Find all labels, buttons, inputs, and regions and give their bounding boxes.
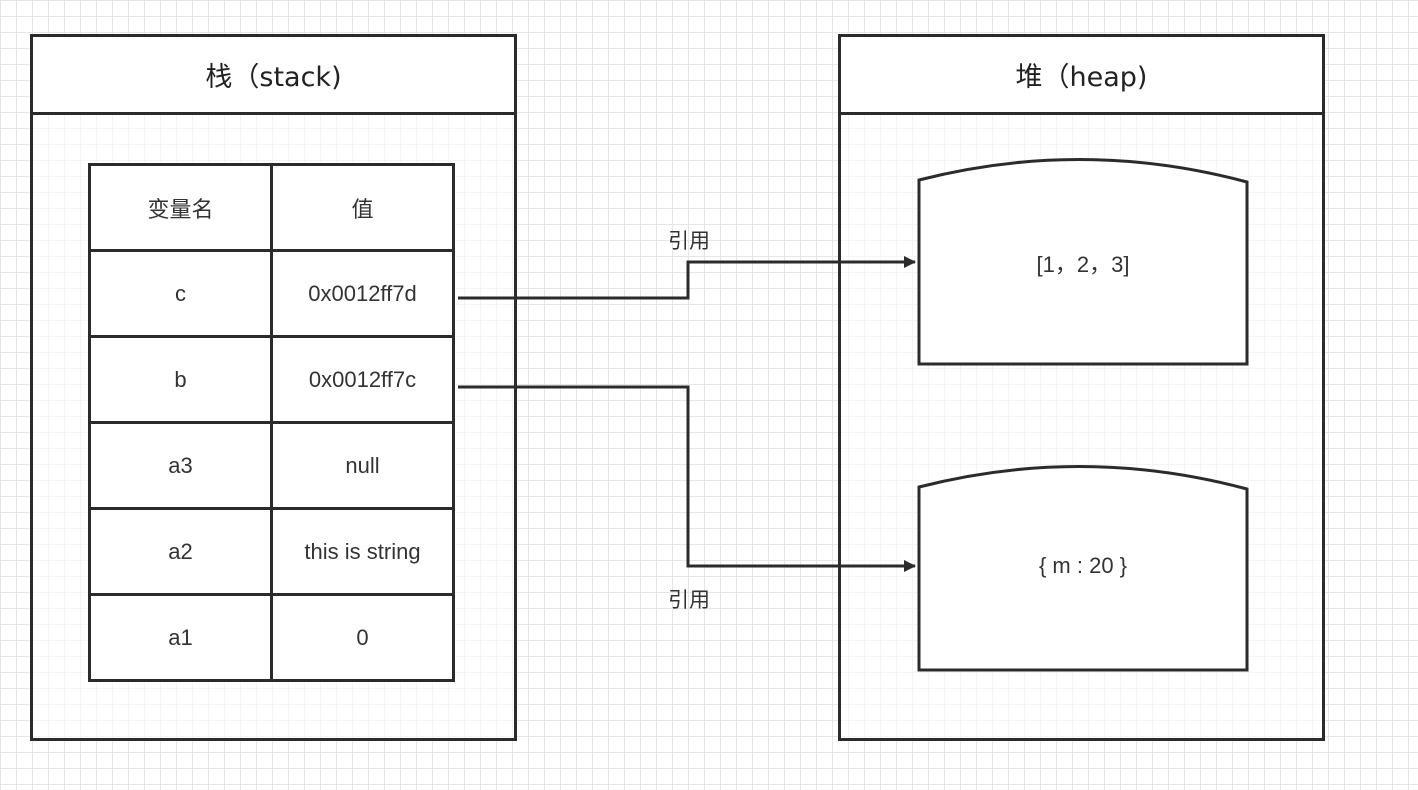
heap-object-object-content: { m : 20 } xyxy=(1038,553,1128,578)
variable-value-cell: null xyxy=(270,421,455,510)
variable-value-cell: this is string xyxy=(270,507,455,596)
stack-variable-table: 变量名 值 c 0x0012ff7d b 0x0012ff7c a3 null … xyxy=(88,163,455,682)
variable-name-cell: c xyxy=(88,249,273,338)
heap-object-array-content: [1，2，3] xyxy=(1036,252,1130,277)
variable-name-cell: a2 xyxy=(88,507,273,596)
table-row: b 0x0012ff7c xyxy=(88,335,455,424)
stack-title-text: 栈（stack) xyxy=(205,62,342,93)
heap-panel-title: 堆（heap) xyxy=(841,37,1322,115)
stack-panel-title: 栈（stack) xyxy=(33,37,514,115)
heap-object-shape-object xyxy=(917,465,1249,672)
variable-value-cell: 0x0012ff7c xyxy=(270,335,455,424)
column-header-variable-name: 变量名 xyxy=(88,163,273,252)
table-row: a2 this is string xyxy=(88,507,455,596)
variable-name-cell: a3 xyxy=(88,421,273,510)
heap-object-shape-array xyxy=(917,158,1249,366)
heap-title-text: 堆（heap) xyxy=(1015,62,1148,93)
table-row: c 0x0012ff7d xyxy=(88,249,455,338)
column-header-value: 值 xyxy=(270,163,455,252)
reference-label-b: 引用 xyxy=(668,588,710,612)
variable-value-cell: 0x0012ff7d xyxy=(270,249,455,338)
variable-value-cell: 0 xyxy=(270,593,455,682)
table-row: a1 0 xyxy=(88,593,455,682)
reference-arrow-b xyxy=(458,385,916,572)
table-row: a3 null xyxy=(88,421,455,510)
table-header-row: 变量名 值 xyxy=(88,163,455,252)
variable-name-cell: a1 xyxy=(88,593,273,682)
variable-name-cell: b xyxy=(88,335,273,424)
reference-label-c: 引用 xyxy=(668,229,710,253)
reference-arrow-c xyxy=(458,256,916,300)
